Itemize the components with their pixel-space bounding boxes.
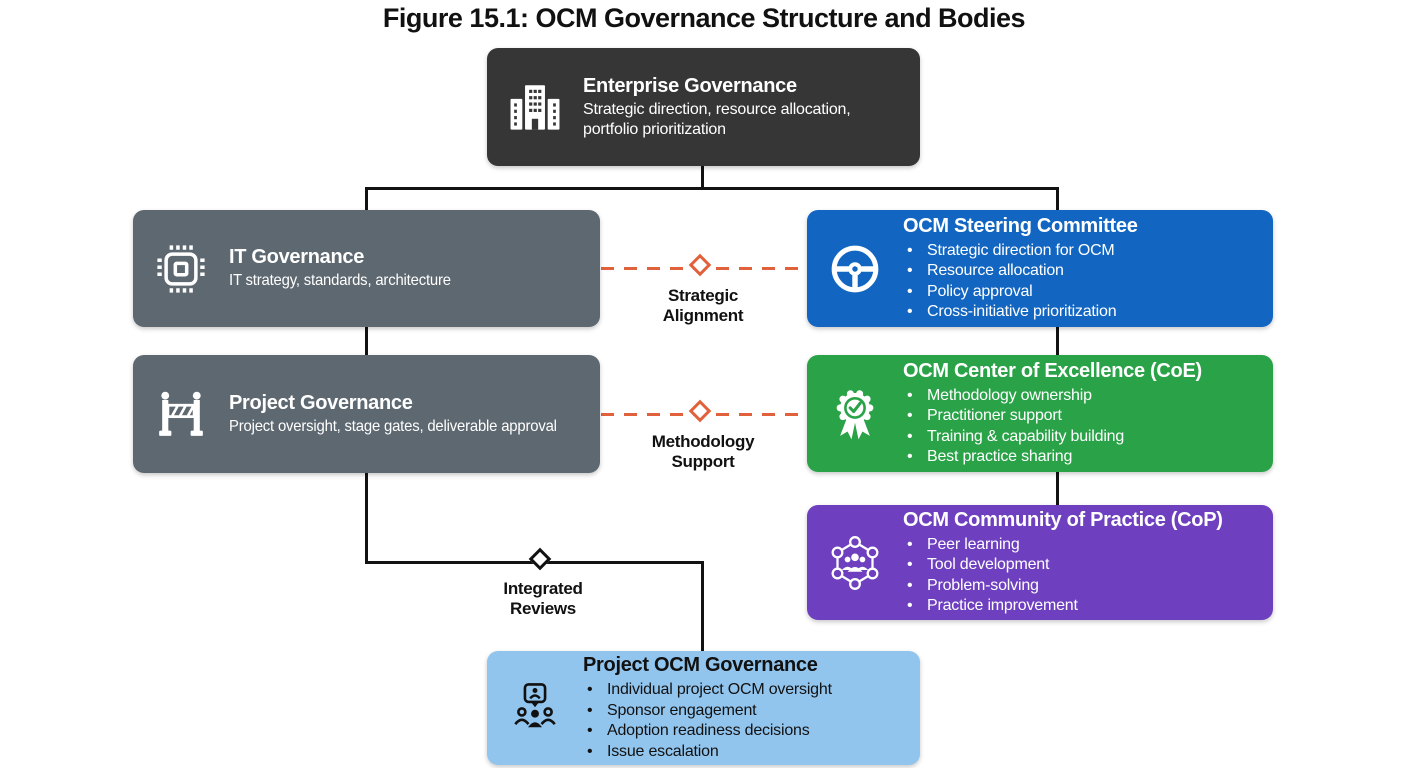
project-ocm-governance-title: Project OCM Governance (583, 654, 818, 676)
ocm-center-of-excellence-node: OCM Center of Excellence (CoE) Methodolo… (807, 355, 1273, 472)
methodology-support-line2: Support (671, 452, 735, 471)
it-governance-title: IT Governance (229, 246, 365, 268)
bullet-item: Strategic direction for OCM (903, 241, 1265, 262)
connector-top-rail (365, 187, 1059, 190)
bullet-item: Practitioner support (903, 406, 1265, 427)
bullet-item: Cross-initiative prioritization (903, 302, 1265, 323)
integrated-reviews-diamond-icon (528, 547, 552, 571)
ocm-community-of-practice-title: OCM Community of Practice (CoP) (903, 508, 1223, 531)
connector-steering-to-coe (1056, 325, 1059, 357)
ocm-community-of-practice-node: OCM Community of Practice (CoP) Peer lea… (807, 505, 1273, 620)
project-ocm-governance-bullets: Individual project OCM oversight Sponsor… (583, 680, 912, 762)
bullet-item: Practice improvement (903, 596, 1265, 617)
strategic-alignment-diamond-icon (688, 253, 712, 277)
enterprise-governance-desc: Strategic direction, resource allocation… (583, 100, 851, 138)
ocm-center-of-excellence-title: OCM Center of Excellence (CoE) (903, 359, 1202, 382)
buildings-icon (505, 78, 565, 136)
connector-project-gov-down (365, 471, 368, 564)
strategic-alignment-line1: Strategic (667, 286, 739, 305)
strategic-alignment-label: Strategic Alignment (618, 286, 788, 326)
bullet-item: Training & capability building (903, 427, 1265, 448)
enterprise-governance-node: Enterprise Governance Strategic directio… (487, 48, 920, 166)
bullet-item: Issue escalation (583, 742, 912, 763)
it-governance-node: IT Governance IT strategy, standards, ar… (133, 210, 600, 327)
project-governance-title: Project Governance (229, 391, 413, 414)
enterprise-governance-title: Enterprise Governance (583, 74, 797, 97)
bullet-item: Adoption readiness decisions (583, 721, 912, 742)
bullet-item: Sponsor engagement (583, 701, 912, 722)
methodology-support-label: Methodology Support (618, 432, 788, 472)
it-governance-desc: IT strategy, standards, architecture (229, 272, 451, 289)
ocm-community-of-practice-bullets: Peer learning Tool development Problem-s… (903, 535, 1265, 617)
bullet-item: Tool development (903, 555, 1265, 576)
integrated-reviews-line1: Integrated (503, 579, 583, 598)
project-governance-desc: Project oversight, stage gates, delivera… (229, 417, 557, 435)
barrier-icon (151, 386, 211, 442)
integrated-reviews-label: Integrated Reviews (458, 579, 628, 619)
project-governance-node: Project Governance Project oversight, st… (133, 355, 600, 473)
steering-wheel-icon (825, 240, 885, 298)
bullet-item: Individual project OCM oversight (583, 680, 912, 701)
figure-title: Figure 15.1: OCM Governance Structure an… (382, 3, 1026, 33)
ocm-steering-committee-bullets: Strategic direction for OCM Resource all… (903, 241, 1265, 323)
ocm-center-of-excellence-bullets: Methodology ownership Practitioner suppo… (903, 386, 1265, 468)
meeting-presentation-icon (505, 680, 565, 736)
ocm-steering-committee-node: OCM Steering Committee Strategic directi… (807, 210, 1273, 327)
bullet-item: Best practice sharing (903, 447, 1265, 468)
connector-enterprise-down (701, 165, 704, 189)
project-ocm-governance-node: Project OCM Governance Individual projec… (487, 651, 920, 765)
bullet-item: Policy approval (903, 282, 1265, 303)
bullet-item: Methodology ownership (903, 386, 1265, 407)
ocm-steering-committee-title: OCM Steering Committee (903, 214, 1138, 237)
connector-down-to-project-ocm (701, 561, 704, 653)
connector-coe-to-cop (1056, 470, 1059, 507)
methodology-support-diamond-icon (688, 399, 712, 423)
strategic-alignment-line2: Alignment (662, 306, 744, 325)
bullet-item: Resource allocation (903, 261, 1265, 282)
people-network-icon (825, 535, 885, 591)
connector-it-to-project (365, 325, 368, 357)
chip-icon (151, 241, 211, 297)
methodology-support-line1: Methodology (651, 432, 755, 451)
connector-drop-it-governance (365, 187, 368, 212)
award-ribbon-icon (825, 386, 885, 442)
bullet-item: Peer learning (903, 535, 1265, 556)
connector-drop-steering (1056, 187, 1059, 212)
integrated-reviews-line2: Reviews (510, 599, 576, 618)
bullet-item: Problem-solving (903, 576, 1265, 597)
